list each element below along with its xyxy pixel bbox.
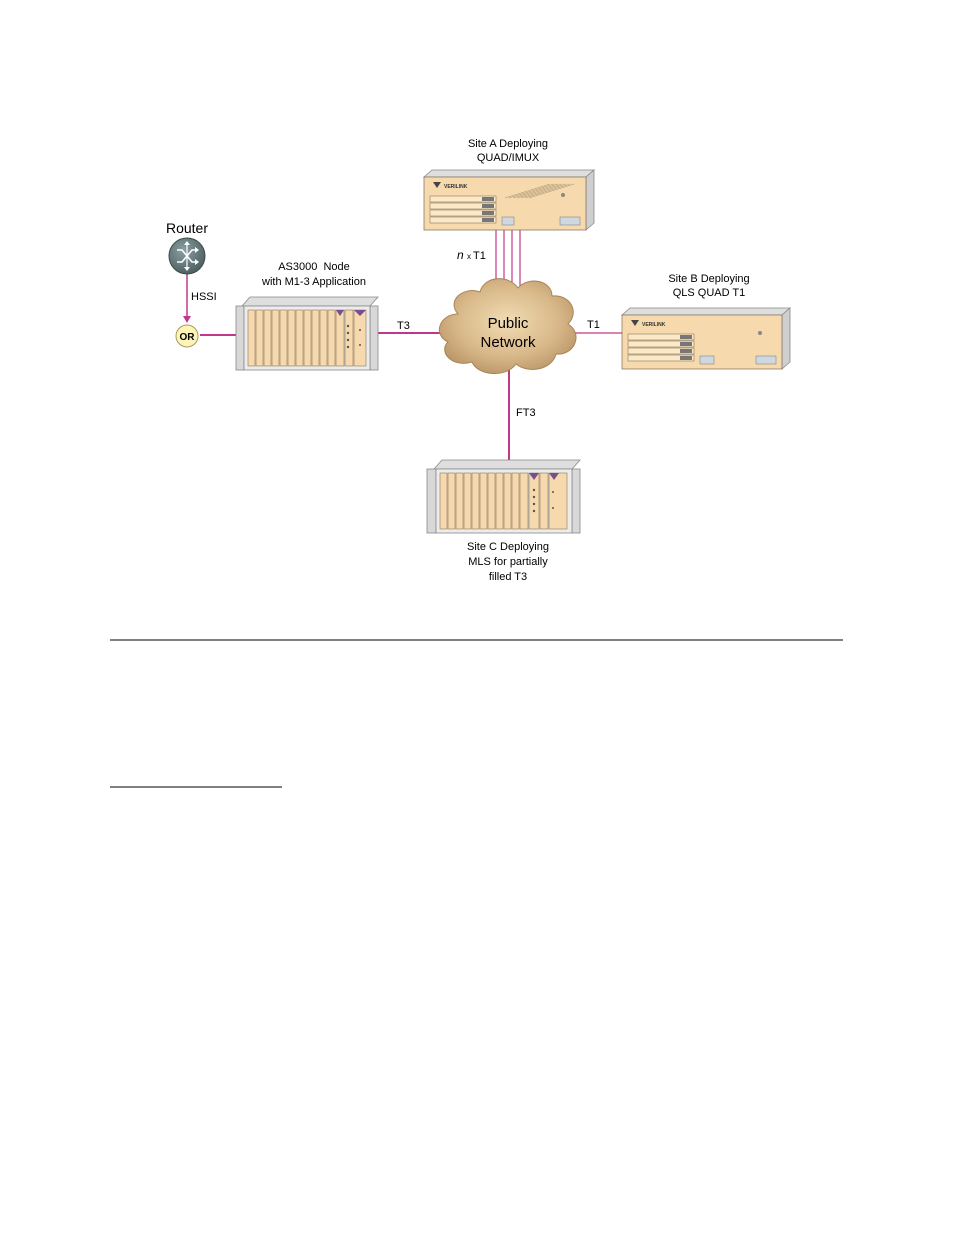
or-badge-label: OR: [180, 332, 196, 343]
public-network-cloud: Public Network: [438, 278, 577, 374]
as3000-cards: [247, 309, 367, 367]
nxt1-x-label: x: [467, 252, 471, 261]
cloud-label-line1: Public: [488, 315, 529, 332]
hssi-label: HSSI: [191, 291, 217, 303]
site-b-brand: VERILINK: [642, 322, 666, 328]
as3000-chassis: [235, 296, 379, 371]
site-b-logo-icon: [631, 320, 639, 326]
site-b-device: VERILINK: [620, 307, 792, 370]
or-badge: OR: [175, 324, 199, 348]
nxt1-n-label: n: [457, 248, 464, 262]
site-a-brand: VERILINK: [444, 184, 468, 190]
site-b-label-line1: Site B Deploying: [668, 273, 749, 285]
site-a-device: VERILINK: [422, 169, 596, 231]
t3-label: T3: [397, 320, 410, 332]
router-label: Router: [166, 220, 208, 236]
as3000-label-line2: with M1-3 Application: [261, 276, 366, 288]
site-c-label-line2: MLS for partially: [468, 556, 548, 568]
router-icon: [168, 237, 206, 275]
t1-label: T1: [587, 319, 600, 331]
router: Router: [166, 220, 208, 275]
site-b-label-line2: QLS QUAD T1: [673, 287, 746, 299]
cloud-label-line2: Network: [480, 334, 536, 351]
ft3-label: FT3: [516, 407, 536, 419]
site-c-label-line1: Site C Deploying: [467, 541, 549, 553]
hssi-arrow: [183, 316, 191, 323]
site-c-cards: [439, 472, 568, 530]
as3000-label-line1: AS3000 Node: [278, 261, 350, 273]
site-a-label-line2: QUAD/IMUX: [477, 152, 540, 164]
site-a-label-line1: Site A Deploying: [468, 138, 548, 150]
nxt1-t1-label: T1: [473, 250, 486, 262]
site-c-device: [426, 459, 581, 534]
site-a-logo-icon: [433, 182, 441, 188]
site-c-label-line3: filled T3: [489, 571, 527, 583]
